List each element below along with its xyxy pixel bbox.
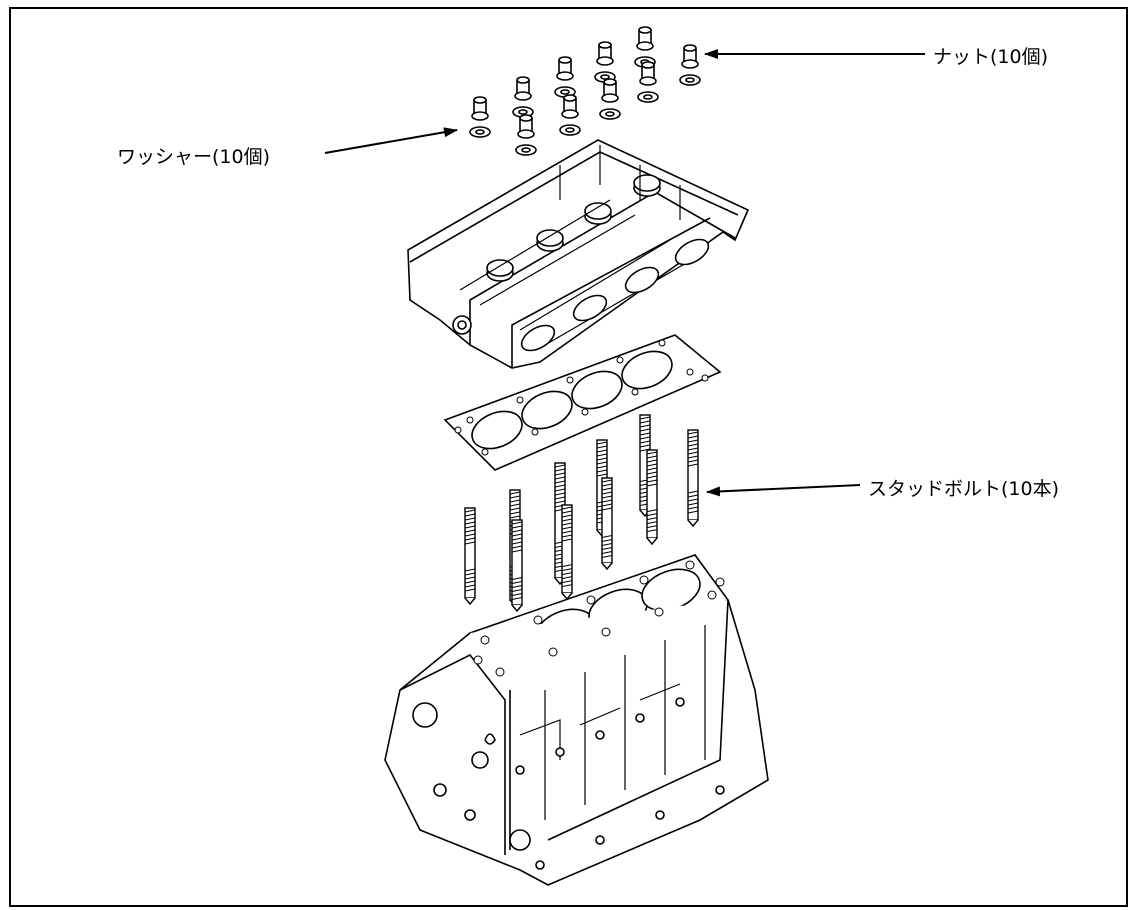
cylinder-head bbox=[407, 139, 750, 369]
stud-bolt bbox=[601, 477, 613, 571]
stud-bolt bbox=[687, 429, 699, 528]
stud-bolt bbox=[646, 449, 658, 546]
washer-label: ワッシャー(10個) bbox=[117, 146, 271, 168]
stud-bolt bbox=[561, 504, 573, 601]
washer-leader-arrow bbox=[324, 127, 458, 154]
nut-label: ナット(10個) bbox=[933, 46, 1049, 68]
nuts-and-washers bbox=[469, 26, 701, 156]
washer bbox=[637, 91, 659, 103]
washer bbox=[559, 124, 581, 136]
nut bbox=[517, 114, 535, 139]
nut bbox=[639, 61, 657, 86]
stud-bolt bbox=[511, 519, 523, 613]
stud-bolt-leader-arrow bbox=[706, 484, 861, 497]
washer bbox=[515, 144, 537, 156]
stud-bolt-label: スタッドボルト(10本) bbox=[868, 478, 1060, 500]
washer bbox=[679, 74, 701, 86]
stud-bolt bbox=[464, 507, 476, 606]
cylinder-block bbox=[384, 554, 769, 886]
nut bbox=[636, 26, 654, 51]
nut bbox=[596, 41, 614, 66]
stud-bolts bbox=[464, 414, 699, 613]
nut bbox=[471, 96, 489, 121]
nut bbox=[681, 44, 699, 69]
nut bbox=[601, 78, 619, 103]
nut bbox=[556, 56, 574, 81]
head-gasket bbox=[443, 334, 722, 471]
figure-border bbox=[9, 7, 1128, 907]
washer bbox=[469, 126, 491, 138]
nut bbox=[514, 76, 532, 101]
washer bbox=[599, 108, 621, 120]
nut bbox=[561, 94, 579, 119]
